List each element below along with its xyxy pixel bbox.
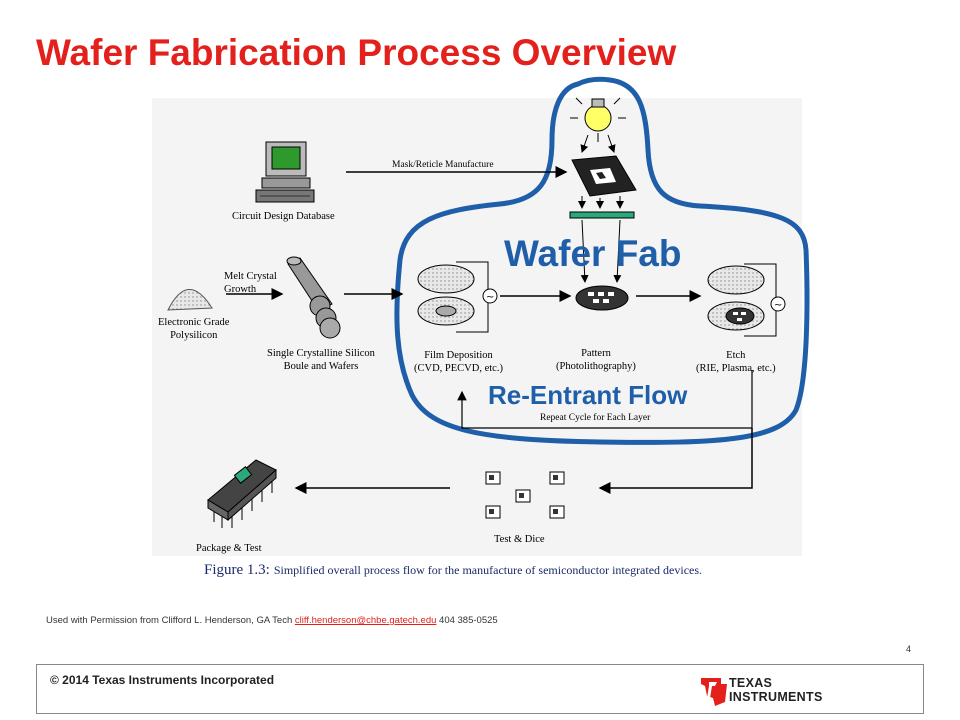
figure-caption-text: Simplified overall process flow for the … (273, 563, 703, 577)
label-polysilicon-line1: Electronic Grade (158, 317, 230, 328)
ti-logo-line2: Instruments (729, 690, 823, 704)
label-film-deposition: Film Deposition (CVD, PECVD, etc.) (414, 349, 503, 375)
polysilicon-icon (167, 289, 213, 311)
label-package-test: Package & Test (196, 543, 262, 554)
label-pattern: Pattern (Photolithography) (556, 347, 636, 373)
reticle-icon (571, 155, 637, 197)
figure-number: Figure 1.3: (204, 562, 270, 578)
pattern-icon (575, 285, 629, 311)
test-dice-icon (485, 471, 565, 519)
light-bulb-icon (570, 97, 626, 142)
svg-text:~: ~ (486, 292, 494, 303)
label-polysilicon-line2: Polysilicon (170, 330, 218, 341)
label-repeat-cycle: Repeat Cycle for Each Layer (540, 413, 651, 423)
footer (36, 664, 924, 714)
label-mask-reticle: Mask/Reticle Manufacture (392, 160, 494, 170)
permission-line: Used with Permission from Clifford L. He… (46, 615, 498, 626)
permission-phone: 404 385-0525 (439, 615, 498, 626)
re-entrant-flow-callout: Re-Entrant Flow (488, 380, 688, 410)
film-deposition-icon: ~ (417, 261, 498, 333)
svg-text:~: ~ (774, 300, 782, 311)
page-number: 4 (906, 644, 912, 654)
label-boule-line2: Boule and Wafers (283, 361, 359, 372)
label-film-deposition-line2: (CVD, PECVD, etc.) (414, 363, 503, 374)
ti-logo-icon (701, 678, 727, 706)
label-film-deposition-line1: Film Deposition (424, 350, 493, 361)
label-pattern-line1: Pattern (581, 348, 611, 359)
label-boule-line1: Single Crystalline Silicon (267, 348, 375, 359)
ti-logo-text: Texas Instruments (729, 676, 823, 704)
computer-icon (255, 141, 315, 203)
label-etch-line2: (RIE, Plasma, etc.) (696, 363, 776, 374)
label-boule: Single Crystalline Silicon Boule and Waf… (267, 347, 375, 373)
figure-caption: Figure 1.3: Simplified overall process f… (204, 561, 702, 579)
label-melt-crystal-growth: Melt Crystal Growth (224, 270, 277, 296)
wafer-fab-outline (394, 76, 810, 445)
permission-email-link[interactable]: cliff.henderson@chbe.gatech.edu (294, 615, 437, 626)
label-etch: Etch (RIE, Plasma, etc.) (696, 349, 776, 375)
copyright-text: © 2014 Texas Instruments Incorporated (50, 673, 275, 687)
label-melt-crystal-line1: Melt Crystal (224, 271, 277, 282)
label-circuit-design-database: Circuit Design Database (232, 211, 335, 222)
etch-icon: ~ (707, 263, 786, 337)
label-test-dice: Test & Dice (494, 534, 545, 545)
wafer-fab-callout: Wafer Fab (504, 233, 682, 274)
label-pattern-line2: (Photolithography) (556, 361, 636, 372)
boule-icon (286, 256, 341, 339)
label-melt-crystal-line2: Growth (224, 284, 257, 295)
package-icon (207, 459, 277, 528)
label-etch-line1: Etch (726, 350, 746, 361)
permission-text: Used with Permission from Clifford L. He… (46, 615, 293, 626)
ti-logo-line1: Texas (729, 676, 773, 690)
slide-title: Wafer Fabrication Process Overview (36, 32, 677, 73)
label-polysilicon: Electronic Grade Polysilicon (158, 316, 229, 342)
